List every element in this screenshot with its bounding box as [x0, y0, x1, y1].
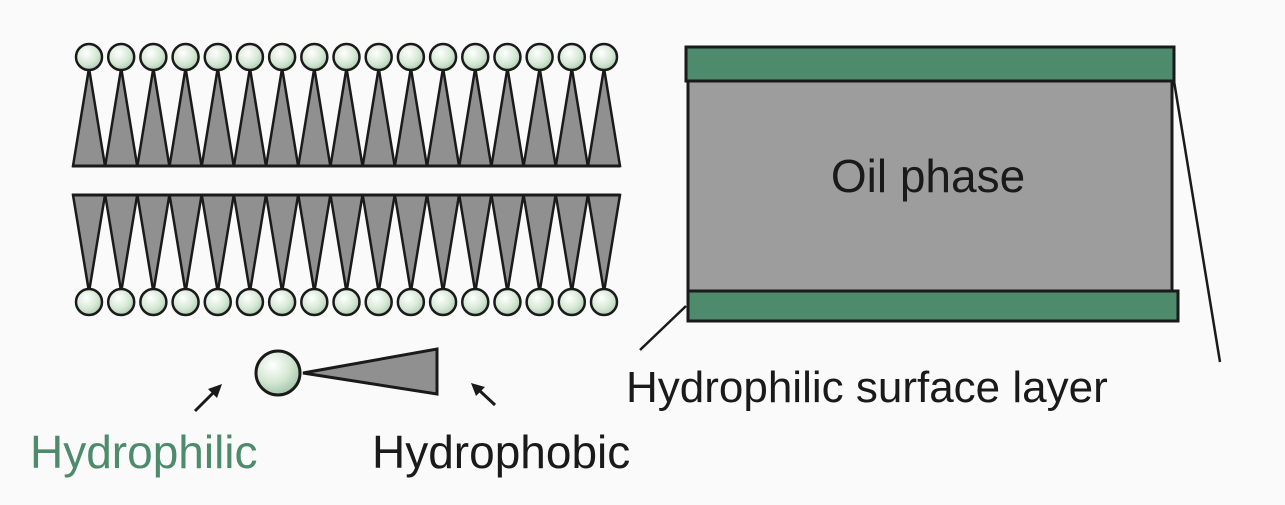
bottom-tail-5	[200, 193, 236, 293]
single-lipid-molecule	[254, 347, 439, 397]
bottom-leaflet-heads	[74, 287, 619, 317]
oil-phase-label: Oil phase	[831, 150, 1025, 202]
top-head-9	[332, 42, 361, 72]
top-head-17	[589, 42, 619, 72]
bottom-leaflet-tails	[71, 193, 622, 293]
bottom-tail-9	[329, 193, 364, 293]
top-head-7	[267, 42, 297, 72]
top-leaflet	[71, 42, 622, 168]
bottom-head-6	[235, 287, 265, 317]
bottom-tail-2	[103, 193, 139, 293]
bottom-tail-6	[232, 193, 268, 293]
hydrophilic-surface-layer-label: Hydrophilic surface layer	[626, 363, 1108, 412]
top-head-8	[300, 42, 329, 72]
top-tail-17	[586, 67, 622, 168]
leader-line-bottom-layer	[639, 305, 687, 351]
top-tail-14	[489, 67, 525, 168]
bottom-head-10	[364, 287, 393, 317]
top-tail-5	[200, 67, 236, 168]
top-tail-15	[522, 67, 558, 168]
top-head-1	[74, 42, 104, 72]
bottom-tail-16	[554, 193, 590, 293]
top-head-3	[139, 42, 168, 72]
top-tail-3	[135, 67, 171, 168]
bottom-tail-17	[586, 193, 622, 293]
bottom-head-12	[428, 287, 458, 317]
bottom-head-5	[203, 287, 232, 317]
top-tail-9	[329, 67, 364, 168]
hydrophilic-head-shape	[254, 349, 302, 397]
hydrophilic-arrow	[193, 384, 222, 413]
top-tail-12	[425, 67, 461, 168]
top-leaflet-heads	[74, 42, 619, 72]
bottom-head-16	[557, 287, 587, 317]
bottom-tail-10	[361, 193, 397, 293]
top-tail-4	[168, 67, 204, 168]
bottom-tail-11	[393, 193, 429, 293]
hydrophobic-tail-shape	[302, 347, 439, 396]
top-tail-10	[361, 67, 397, 168]
bottom-head-1	[74, 287, 104, 317]
top-tail-8	[296, 67, 332, 168]
bottom-tail-12	[425, 193, 461, 293]
bottom-head-9	[332, 287, 361, 317]
top-tail-13	[457, 67, 493, 168]
bottom-tail-14	[489, 193, 525, 293]
top-tail-1	[71, 67, 107, 168]
top-tail-11	[393, 67, 429, 168]
bottom-head-14	[493, 287, 522, 317]
bottom-head-3	[139, 287, 168, 317]
leader-line-top-layer	[1172, 80, 1222, 363]
hydrophobic-arrow	[471, 383, 497, 407]
top-head-12	[428, 42, 458, 72]
top-head-16	[557, 42, 587, 72]
bottom-tail-7	[264, 193, 300, 293]
top-head-4	[171, 42, 200, 72]
bottom-tail-1	[71, 193, 107, 293]
bottom-head-8	[300, 287, 329, 317]
bottom-head-2	[106, 287, 136, 317]
lipid-bilayer	[71, 42, 622, 317]
bottom-head-15	[525, 287, 554, 317]
top-head-15	[525, 42, 554, 72]
bottom-head-13	[461, 287, 490, 317]
hydrophilic-label: Hydrophilic	[30, 426, 258, 478]
top-leaflet-tails	[71, 67, 622, 168]
top-tail-2	[103, 67, 139, 168]
top-tail-7	[264, 67, 300, 168]
oil-phase-core	[686, 78, 1174, 294]
bottom-tail-15	[522, 193, 558, 293]
top-head-14	[493, 42, 522, 72]
top-tail-6	[232, 67, 268, 168]
top-head-5	[203, 42, 232, 72]
bottom-hydrophilic-surface-layer	[686, 289, 1180, 323]
top-head-13	[461, 42, 490, 72]
bottom-head-4	[171, 287, 200, 317]
bottom-tail-13	[457, 193, 493, 293]
bottom-tail-4	[168, 193, 204, 293]
bottom-tail-8	[296, 193, 332, 293]
top-head-11	[396, 42, 426, 72]
bottom-tail-3	[135, 193, 171, 293]
top-hydrophilic-surface-layer	[684, 45, 1176, 83]
bottom-head-17	[589, 287, 619, 317]
bottom-head-7	[267, 287, 297, 317]
bottom-head-11	[396, 287, 426, 317]
oil-phase-block: Oil phase	[684, 45, 1180, 323]
top-tail-16	[554, 67, 590, 168]
top-head-10	[364, 42, 393, 72]
bottom-leaflet	[71, 193, 622, 317]
top-head-6	[235, 42, 265, 72]
hydrophobic-label: Hydrophobic	[372, 426, 630, 478]
top-head-2	[106, 42, 136, 72]
